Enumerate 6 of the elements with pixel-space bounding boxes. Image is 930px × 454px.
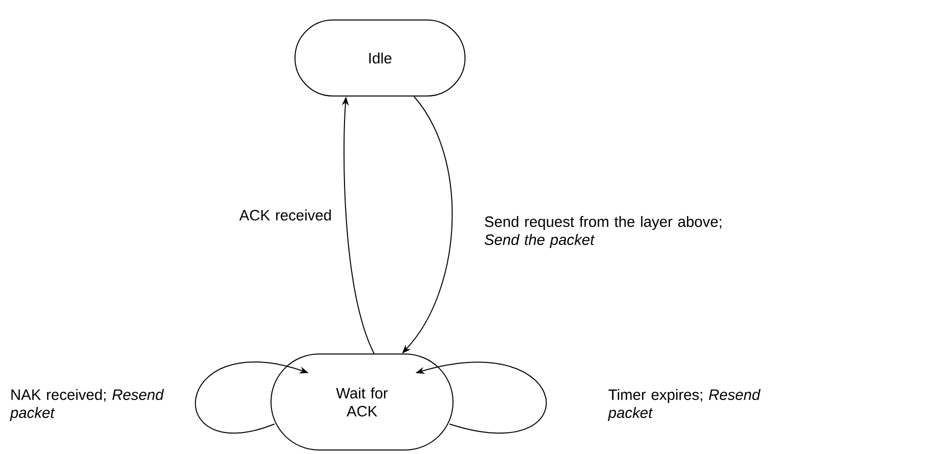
edge-label: Send request from the layer above; Send the packet xyxy=(484,216,722,248)
edge-label: Timer expires; Resend packet xyxy=(608,389,761,421)
edge-label: ACK received xyxy=(239,209,331,220)
state-box: Wait for ACK xyxy=(270,354,454,450)
state-box: Idle xyxy=(294,20,466,96)
edge-label: NAK received; Resend packet xyxy=(10,389,164,421)
